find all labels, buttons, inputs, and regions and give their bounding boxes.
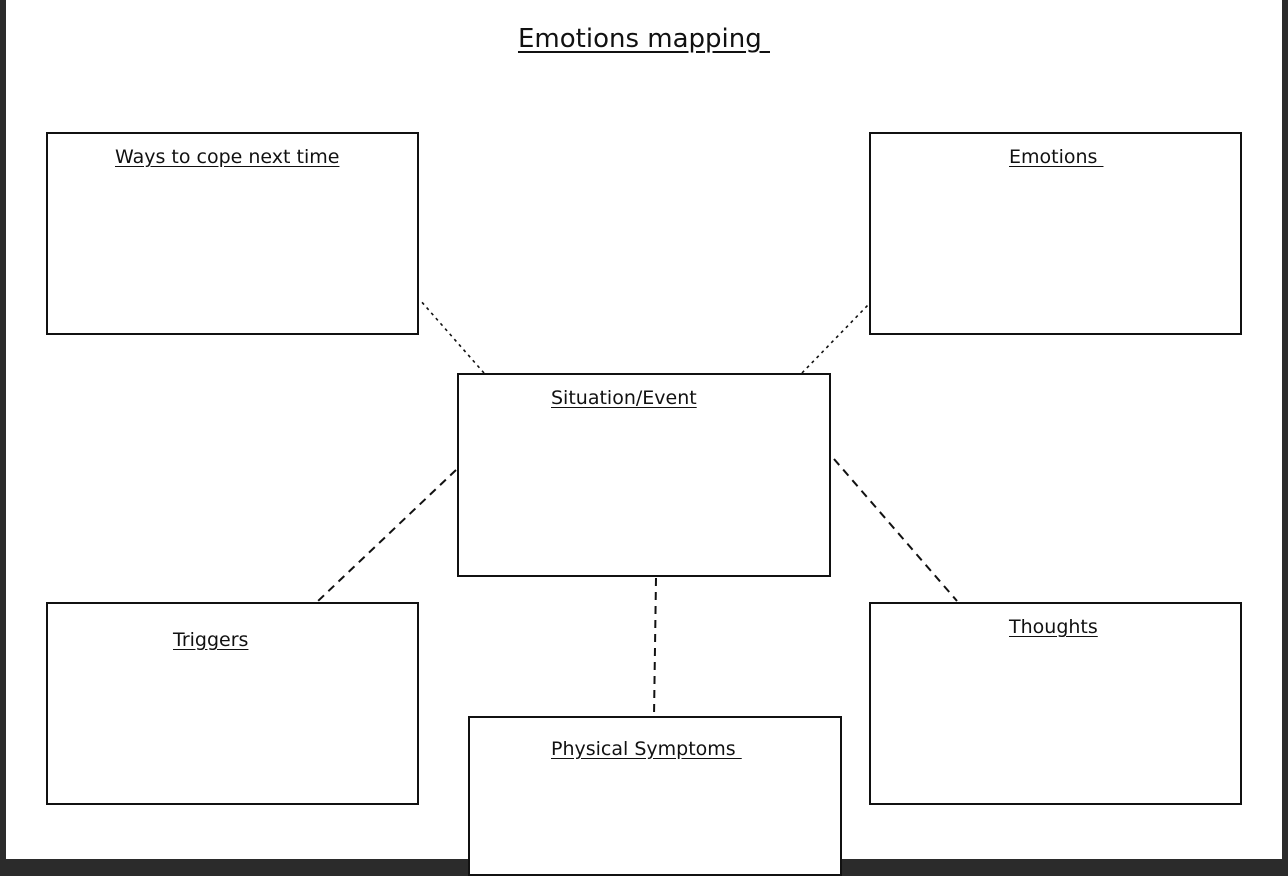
- coping-box-label: Ways to cope next time: [115, 146, 340, 168]
- emotions-box: Emotions: [869, 132, 1242, 335]
- physical-box-label: Physical Symptoms: [551, 738, 742, 760]
- connector-situation-thoughts: [833, 458, 958, 602]
- triggers-box-label: Triggers: [173, 629, 249, 651]
- connector-situation-triggers: [317, 469, 457, 602]
- situation-box: Situation/Event: [457, 373, 831, 577]
- emotions-box-label: Emotions: [1009, 146, 1104, 168]
- coping-box: Ways to cope next time: [46, 132, 419, 335]
- connector-situation-coping: [419, 299, 485, 374]
- physical-box: Physical Symptoms: [468, 716, 842, 876]
- triggers-box: Triggers: [46, 602, 419, 805]
- thoughts-box-label: Thoughts: [1009, 616, 1098, 638]
- thoughts-box: Thoughts: [869, 602, 1242, 805]
- connector-situation-emotions: [801, 304, 869, 374]
- connector-situation-physical: [653, 577, 657, 717]
- page-title: Emotions mapping: [517, 24, 770, 54]
- situation-box-label: Situation/Event: [551, 387, 697, 409]
